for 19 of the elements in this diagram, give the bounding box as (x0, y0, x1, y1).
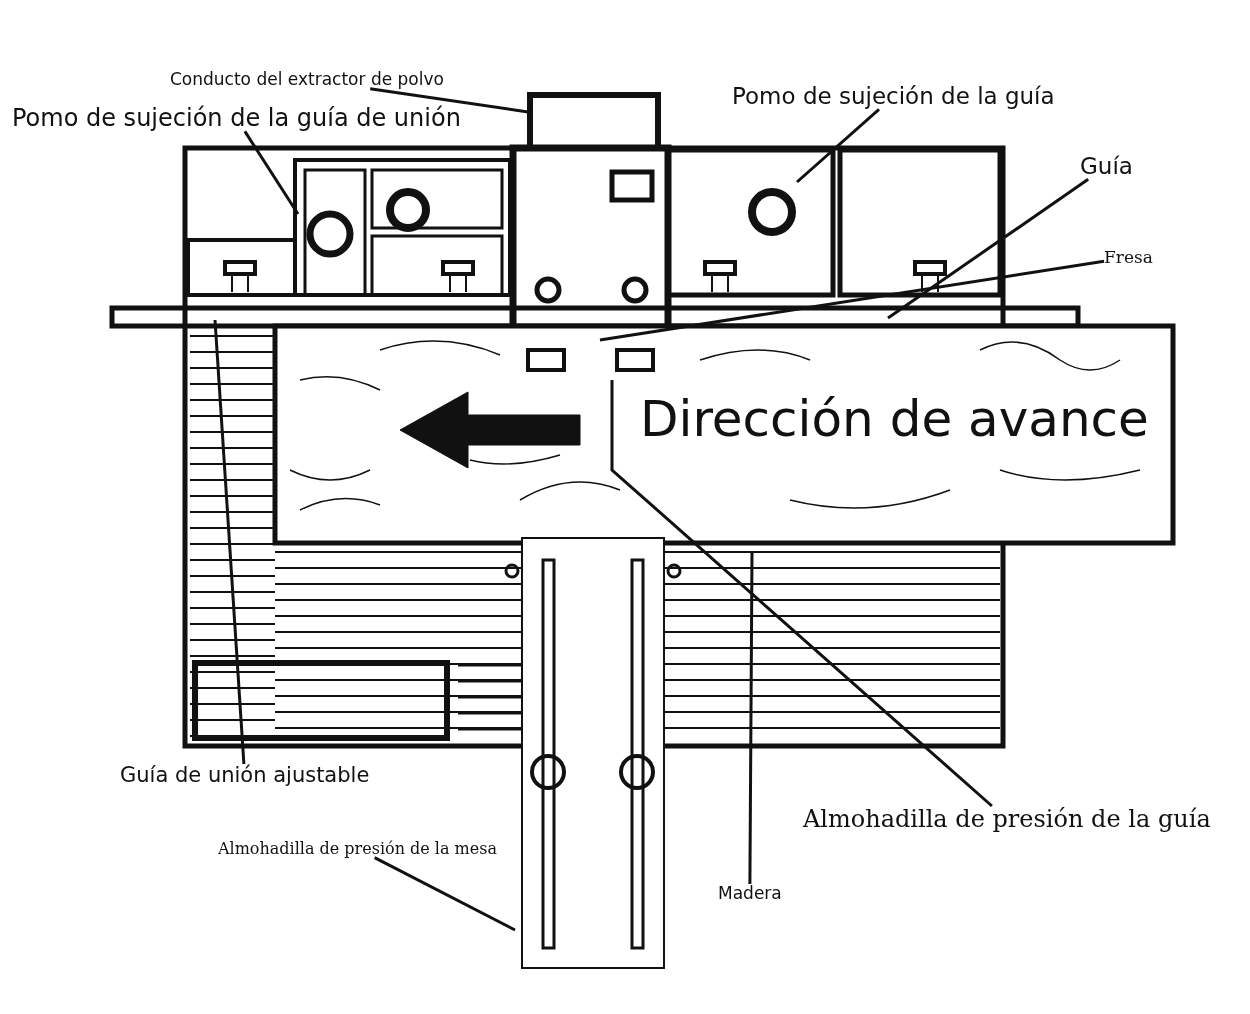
part-label: Pomo de sujeción de la guía de unión (12, 105, 461, 132)
part-label: Almohadilla de presión de la mesa (218, 840, 497, 858)
leader-line (748, 552, 754, 884)
part-label: Almohadilla de presión de la guía (803, 806, 1211, 833)
leader-line (243, 130, 300, 215)
leader-line (610, 380, 993, 808)
part-label: Conducto del extractor de polvo (170, 70, 444, 89)
direction-label: Dirección de avance (640, 392, 1149, 447)
leader-line (370, 87, 529, 114)
part-label: Pomo de sujeción de la guía (732, 84, 1055, 110)
part-label: Fresa (1104, 248, 1153, 267)
leader-line (213, 319, 246, 765)
part-label: Guía (1080, 154, 1133, 180)
part-label: Guía de unión ajustable (120, 764, 370, 788)
leader-line (887, 178, 1090, 320)
leader-line (599, 259, 1105, 342)
part-label: Madera (718, 884, 782, 903)
leader-line (373, 856, 516, 932)
leader-line (796, 108, 880, 184)
